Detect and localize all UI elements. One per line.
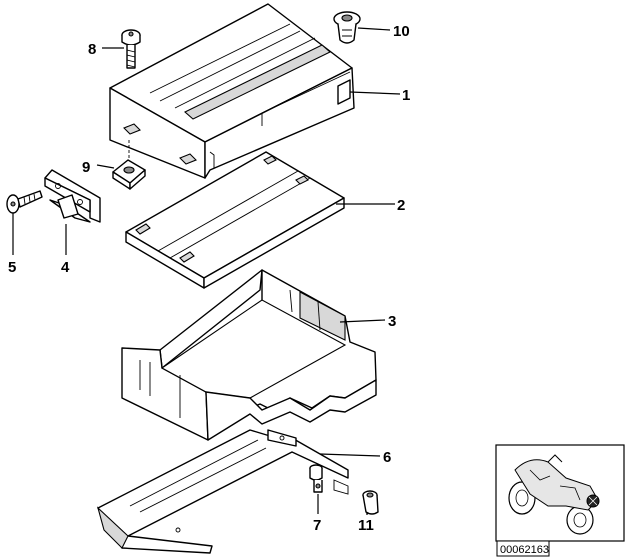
diagram-reference-id: 00062163 (500, 544, 549, 556)
part-1-cover[interactable] (109, 3, 355, 179)
leader-lines (12, 27, 401, 515)
part-6-mounting-plate[interactable] (96, 429, 349, 554)
callout-7: 7 (313, 517, 321, 534)
callout-11: 11 (358, 517, 374, 534)
part-3-lower-tray[interactable] (121, 269, 377, 441)
leader-line-6 (319, 453, 381, 457)
part-8-screw[interactable] (121, 29, 141, 69)
motorcycle-icon (508, 454, 600, 535)
callout-5: 5 (8, 259, 16, 276)
callout-10: 10 (393, 23, 410, 40)
callout-4: 4 (61, 259, 70, 276)
callout-6: 6 (383, 449, 391, 466)
part-9-clip-nut[interactable] (112, 140, 146, 190)
leader-line-9 (96, 164, 115, 169)
callout-8: 8 (88, 41, 96, 58)
part-11-sleeve[interactable] (362, 490, 379, 515)
leader-line-1 (349, 91, 401, 95)
part-4-bracket[interactable] (44, 169, 101, 223)
part-7-bolt[interactable] (309, 464, 323, 493)
callout-labels: 1 2 3 4 5 6 7 8 9 10 11 (8, 23, 410, 534)
leader-line-3 (339, 319, 386, 323)
part-10-grommet[interactable] (333, 11, 361, 44)
callout-3: 3 (388, 313, 396, 330)
part-5-screw[interactable] (6, 190, 43, 214)
part-2-tray-lid[interactable] (125, 151, 345, 289)
callout-2: 2 (397, 197, 405, 214)
leader-line-10 (357, 27, 391, 31)
callout-1: 1 (402, 87, 410, 104)
location-inset: 00062163 (495, 444, 625, 557)
callout-9: 9 (82, 159, 90, 176)
